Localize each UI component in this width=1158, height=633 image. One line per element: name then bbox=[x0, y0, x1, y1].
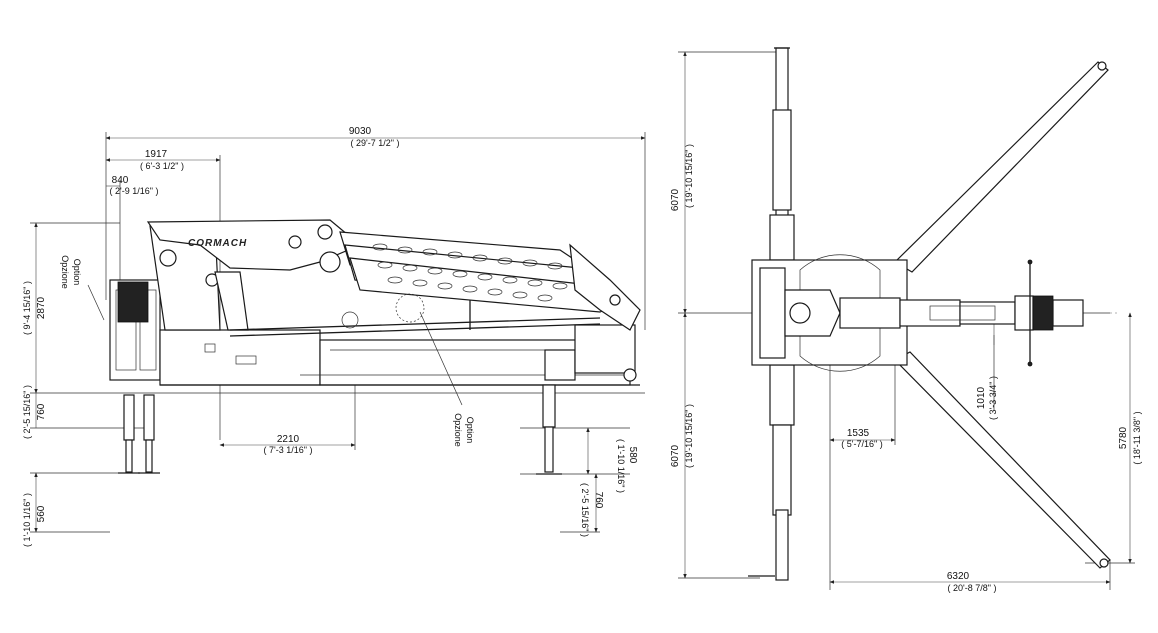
dim-840: 840 bbox=[112, 175, 129, 186]
dim-2870: 2870 bbox=[36, 296, 47, 319]
dim-760-left: 760 bbox=[36, 403, 47, 420]
dim-5780-imperial: ( 18'-11 3/8" ) bbox=[1132, 411, 1142, 464]
dim-760-right-imperial: ( 2'-5 15/16" ) bbox=[580, 483, 590, 537]
dim-560: 560 bbox=[36, 505, 47, 522]
dim-580-imperial: ( 1'-10 1/16" ) bbox=[616, 439, 626, 493]
dim-2210: 2210 bbox=[277, 434, 300, 445]
dim-9030: 9030 bbox=[349, 126, 372, 137]
option-label-it-mid: Opzione bbox=[453, 413, 463, 447]
option-label-en-mid: Option bbox=[465, 417, 475, 444]
brand-logo: CORMACH bbox=[188, 238, 247, 249]
dim-840-imperial: ( 2'-9 1/16" ) bbox=[110, 186, 159, 196]
dim-1917-imperial: ( 6'-3 1/2" ) bbox=[140, 161, 184, 171]
dim-6320: 6320 bbox=[947, 571, 970, 582]
side-view: CORMACH bbox=[30, 132, 646, 533]
dim-560-imperial: ( 1'-10 1/16" ) bbox=[22, 493, 32, 547]
dim-9030-imperial: ( 29'-7 1/2" ) bbox=[351, 138, 400, 148]
dim-1535: 1535 bbox=[847, 428, 870, 439]
dim-6070-lower: 6070 bbox=[670, 444, 681, 467]
top-view-labels: 6070 ( 19'-10 15/16" ) 6070 ( 19'-10 15/… bbox=[670, 144, 1142, 593]
dim-1010: 1010 bbox=[976, 386, 987, 409]
dim-2210-imperial: ( 7'-3 1/16" ) bbox=[264, 445, 313, 455]
dim-6070-upper: 6070 bbox=[670, 188, 681, 211]
dim-2870-imperial: ( 9'-4 15/16" ) bbox=[22, 281, 32, 335]
top-view bbox=[678, 47, 1135, 590]
dim-580: 580 bbox=[627, 447, 638, 464]
option-label-en-left: Option bbox=[72, 259, 82, 286]
dim-1010-imperial: ( 3'-3 3/4" ) bbox=[988, 376, 998, 420]
dim-6070-lower-imperial: ( 19'-10 15/16" ) bbox=[684, 404, 694, 468]
dim-760-right: 760 bbox=[593, 492, 604, 509]
option-label-it-left: Opzione bbox=[60, 255, 70, 289]
dim-5780: 5780 bbox=[1118, 426, 1129, 449]
side-view-labels: 9030 ( 29'-7 1/2" ) 1917 ( 6'-3 1/2" ) 8… bbox=[22, 126, 638, 547]
dim-6070-upper-imperial: ( 19'-10 15/16" ) bbox=[684, 144, 694, 208]
dim-1917: 1917 bbox=[145, 149, 168, 160]
dim-760-left-imperial: ( 2'-5 15/16" ) bbox=[22, 385, 32, 439]
dim-6320-imperial: ( 20'-8 7/8" ) bbox=[948, 583, 997, 593]
dim-1535-imperial: ( 5'-7/16" ) bbox=[841, 439, 882, 449]
